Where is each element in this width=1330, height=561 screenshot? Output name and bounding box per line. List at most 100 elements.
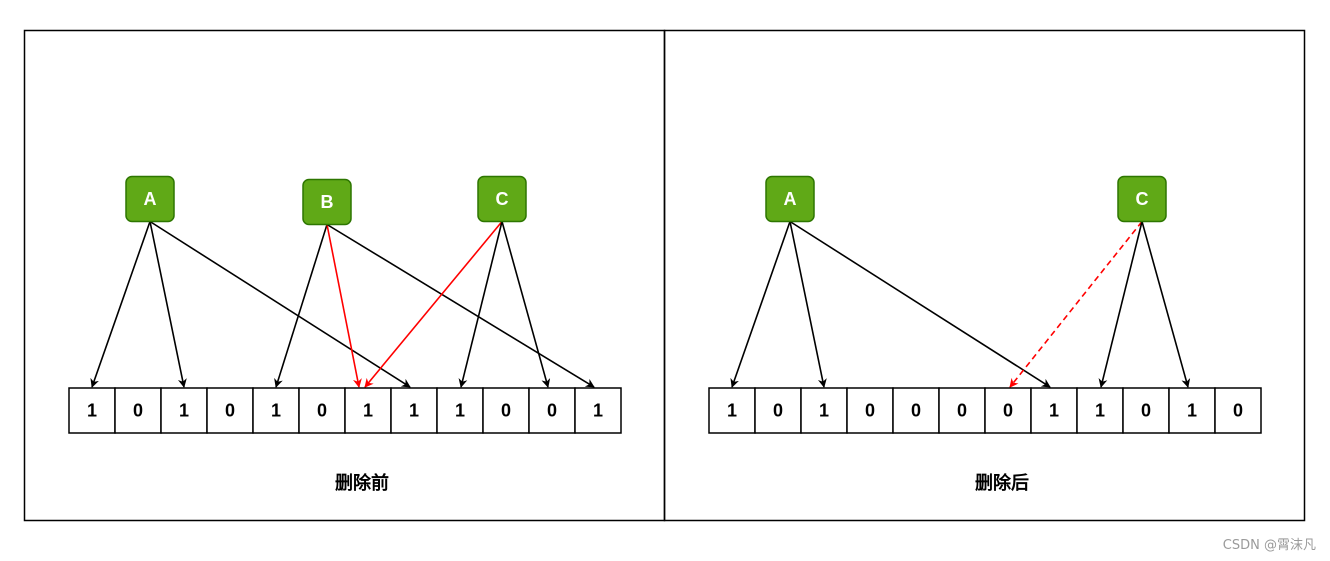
edge-C-to-cell-6	[1009, 221, 1143, 388]
bit-cell-box	[206, 387, 254, 434]
bit-cell: 1	[708, 387, 756, 434]
caption-after: 删除后	[975, 472, 1029, 494]
bit-cell: 0	[984, 387, 1032, 434]
bit-cell-box	[800, 387, 848, 434]
bit-cell-box	[1214, 387, 1262, 434]
bit-cell: 0	[892, 387, 940, 434]
bit-cell-box	[846, 387, 894, 434]
node-box	[477, 175, 527, 223]
node-label: C	[496, 189, 509, 209]
bit-value: 1	[1187, 400, 1197, 420]
bit-cell: 0	[938, 387, 986, 434]
bit-cell: 1	[436, 387, 484, 434]
edge-A-to-cell-7	[149, 220, 411, 388]
bit-value: 1	[271, 400, 281, 420]
bit-value: 1	[593, 400, 603, 420]
edge-C-to-cell-10	[501, 221, 551, 388]
node-box	[302, 178, 352, 226]
bit-value: 1	[727, 400, 737, 420]
node-box	[125, 175, 175, 223]
node-box	[765, 175, 815, 223]
bit-value: 1	[1049, 400, 1059, 420]
bit-value: 0	[317, 400, 327, 420]
node-label: B	[321, 192, 334, 212]
node-b: B	[302, 178, 352, 226]
bit-cell: 1	[68, 387, 116, 434]
bit-cell: 1	[1076, 387, 1124, 434]
bit-cell: 1	[1030, 387, 1078, 434]
bit-cell: 1	[1168, 387, 1216, 434]
bit-value: 0	[1233, 400, 1243, 420]
edge-C-to-cell-10	[1141, 221, 1191, 388]
bit-cell: 1	[390, 387, 438, 434]
node-c: C	[1117, 175, 1167, 223]
node-label: A	[784, 189, 797, 209]
node-a: A	[765, 175, 815, 223]
bit-cell: 0	[206, 387, 254, 434]
bit-cell-box	[938, 387, 986, 434]
bit-cell: 0	[298, 387, 346, 434]
bit-cell: 1	[574, 387, 622, 434]
node-label: A	[144, 189, 157, 209]
bit-cell: 1	[344, 387, 392, 434]
bit-value: 0	[547, 400, 557, 420]
panel-frame-before	[23, 29, 666, 522]
bit-cell: 0	[1214, 387, 1262, 434]
bit-value: 0	[1141, 400, 1151, 420]
bit-cell-box	[160, 387, 208, 434]
bit-value: 0	[911, 400, 921, 420]
bit-cell-box	[298, 387, 346, 434]
bit-cell: 0	[754, 387, 802, 434]
edge-A-to-cell-0	[730, 221, 791, 388]
bit-cell-box	[574, 387, 622, 434]
bit-cell-box	[708, 387, 756, 434]
node-a: A	[125, 175, 175, 223]
bit-cell-box	[344, 387, 392, 434]
node-label: C	[1136, 189, 1149, 209]
bit-value: 1	[363, 400, 373, 420]
bit-cell-box	[252, 387, 300, 434]
bit-value: 0	[957, 400, 967, 420]
bit-value: 1	[87, 400, 97, 420]
edge-B-to-cell-11	[326, 223, 595, 388]
bit-cell-box	[68, 387, 116, 434]
bit-cell-box	[1122, 387, 1170, 434]
bit-value: 0	[133, 400, 143, 420]
bit-value: 0	[773, 400, 783, 420]
bit-value: 0	[501, 400, 511, 420]
bit-cell: 1	[800, 387, 848, 434]
edge-B-to-cell-4	[274, 224, 328, 388]
bit-cell-box	[482, 387, 530, 434]
caption-before: 删除前	[335, 472, 389, 494]
edge-C-to-cell-8	[1098, 221, 1143, 388]
bit-cell-box	[1030, 387, 1078, 434]
edge-C-to-cell-6	[364, 220, 503, 388]
edge-A-to-cell-2	[149, 221, 187, 388]
bit-value: 1	[179, 400, 189, 420]
bit-value: 1	[455, 400, 465, 420]
bit-cell: 0	[482, 387, 530, 434]
node-c: C	[477, 175, 527, 223]
edges-after	[730, 220, 1191, 388]
bit-cell-box	[528, 387, 576, 434]
bit-value: 0	[225, 400, 235, 420]
bit-cell: 1	[160, 387, 208, 434]
bit-cell-box	[984, 387, 1032, 434]
bit-cell-box	[114, 387, 162, 434]
bit-cell: 0	[528, 387, 576, 434]
node-box	[1117, 175, 1167, 223]
bit-cell-box	[754, 387, 802, 434]
bit-cell-box	[436, 387, 484, 434]
edge-A-to-cell-2	[789, 221, 827, 388]
bit-value: 1	[819, 400, 829, 420]
bit-cell: 1	[252, 387, 300, 434]
edge-C-to-cell-8	[458, 221, 503, 388]
edge-A-to-cell-0	[90, 221, 151, 388]
bit-value: 0	[865, 400, 875, 420]
panel-frame-after	[663, 29, 1306, 522]
